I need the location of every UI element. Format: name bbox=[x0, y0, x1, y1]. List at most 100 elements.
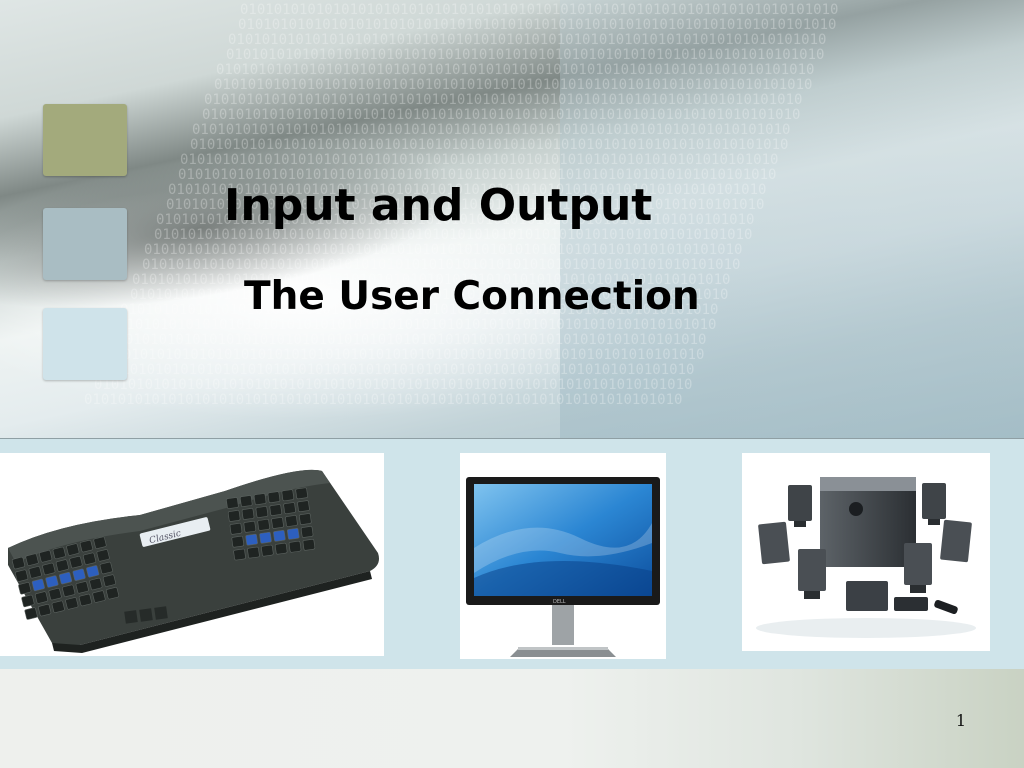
keyboard-key bbox=[55, 559, 69, 572]
binary-row: 0101010101010101010101010101010101010101… bbox=[192, 122, 790, 138]
keyboard-key bbox=[24, 607, 38, 620]
slide-title: Input and Output bbox=[224, 180, 653, 231]
keyboard-key bbox=[286, 528, 300, 540]
page-number: 1 bbox=[955, 711, 966, 730]
binary-row: 0101010101010101010101010101010101010101… bbox=[178, 167, 776, 183]
keyboard-key bbox=[253, 493, 267, 505]
binary-row: 0101010101010101010101010101010101010101… bbox=[96, 362, 694, 378]
keyboard-key bbox=[93, 536, 107, 549]
binary-digit-pattern: 0101010101010101010101010101010101010101… bbox=[0, 0, 1024, 438]
keyboard-key bbox=[259, 531, 272, 544]
keyboard-key bbox=[66, 543, 80, 556]
binary-row: 0101010101010101010101010101010101010101… bbox=[130, 287, 728, 303]
keyboard-key bbox=[233, 548, 246, 561]
keyboard-key bbox=[11, 556, 26, 570]
keyboard-key bbox=[302, 538, 316, 551]
keyboard-key bbox=[288, 540, 302, 553]
keyboard-key bbox=[226, 497, 239, 509]
keyboard-key bbox=[38, 603, 52, 617]
binary-row: 0101010101010101010101010101010101010101… bbox=[202, 107, 800, 123]
slide-subtitle: The User Connection bbox=[244, 274, 700, 319]
binary-row: 0101010101010101010101010101010101010101… bbox=[84, 392, 682, 408]
binary-row: 0101010101010101010101010101010101010101… bbox=[132, 272, 730, 288]
keyboard-key bbox=[285, 515, 298, 527]
binary-row: 0101010101010101010101010101010101010101… bbox=[168, 182, 766, 198]
keyboard-key bbox=[34, 591, 49, 604]
keyboard-key bbox=[79, 539, 93, 553]
keyboard-key bbox=[269, 504, 283, 516]
keyboard-key bbox=[15, 569, 29, 582]
keyboard-key bbox=[241, 508, 255, 520]
keyboard-key bbox=[300, 526, 314, 538]
binary-row: 0101010101010101010101010101010101010101… bbox=[214, 77, 812, 93]
binary-row: 0101010101010101010101010101010101010101… bbox=[228, 32, 826, 48]
decor-square-pale bbox=[43, 308, 127, 380]
keyboard-key bbox=[281, 489, 295, 502]
keyboard-key bbox=[243, 521, 257, 533]
binary-row: 0101010101010101010101010101010101010101… bbox=[94, 377, 692, 393]
keyboard-key bbox=[257, 519, 270, 531]
keyboard-key bbox=[89, 577, 103, 591]
keyboard-key bbox=[45, 575, 59, 588]
keyboard-key bbox=[21, 594, 35, 608]
keyboard-key bbox=[48, 587, 62, 601]
keyboard-key bbox=[65, 597, 79, 610]
surround-speaker-system-image bbox=[756, 477, 976, 638]
keyboard-key bbox=[69, 555, 83, 569]
keyboard-photo: Classic bbox=[0, 453, 384, 656]
binary-row: 0101010101010101010101010101010101010101… bbox=[144, 242, 742, 258]
keyboard-key bbox=[283, 502, 296, 514]
binary-row: 0101010101010101010101010101010101010101… bbox=[142, 257, 740, 273]
header-background: 0101010101010101010101010101010101010101… bbox=[0, 0, 1024, 438]
flat-panel-monitor-image: DELL bbox=[466, 477, 660, 657]
decor-square-steel bbox=[43, 208, 127, 280]
binary-row: 0101010101010101010101010101010101010101… bbox=[226, 47, 824, 63]
keyboard-key bbox=[99, 561, 113, 575]
keyboard-key bbox=[261, 544, 274, 557]
footer-background bbox=[0, 669, 1024, 768]
keyboard-key bbox=[295, 487, 308, 500]
keyboard-key bbox=[271, 517, 284, 529]
keyboard-key bbox=[239, 495, 253, 507]
keyboard-key bbox=[297, 500, 310, 512]
keyboard-key bbox=[106, 587, 120, 600]
binary-row: 0101010101010101010101010101010101010101… bbox=[204, 92, 802, 108]
keyboard-key bbox=[231, 535, 245, 548]
keyboard-key bbox=[25, 553, 39, 566]
decor-square-olive bbox=[43, 104, 127, 176]
binary-row: 0101010101010101010101010101010101010101… bbox=[240, 2, 838, 18]
keyboard-key bbox=[78, 593, 92, 607]
keyboard-key bbox=[273, 529, 286, 542]
binary-rows: 0101010101010101010101010101010101010101… bbox=[84, 2, 838, 408]
keyboard-key bbox=[92, 590, 106, 603]
keyboard-key bbox=[18, 582, 32, 595]
keyboard-left-keys bbox=[11, 536, 120, 620]
keyboard-key bbox=[255, 506, 269, 518]
keyboard-key bbox=[102, 574, 116, 587]
keyboard-key bbox=[245, 533, 258, 546]
keyboard-key bbox=[72, 568, 86, 581]
keyboard-key bbox=[28, 566, 42, 579]
keyboard-key bbox=[39, 550, 53, 563]
keyboard-key bbox=[83, 552, 97, 565]
speakers-photo bbox=[742, 453, 990, 651]
binary-row: 0101010101010101010101010101010101010101… bbox=[120, 302, 718, 318]
binary-row: 0101010101010101010101010101010101010101… bbox=[106, 347, 704, 363]
binary-row: 0101010101010101010101010101010101010101… bbox=[166, 197, 764, 213]
binary-row: 0101010101010101010101010101010101010101… bbox=[216, 62, 814, 78]
keyboard-key bbox=[31, 578, 45, 592]
keyboard-key bbox=[247, 546, 260, 559]
keyboard-key bbox=[52, 546, 66, 560]
binary-row: 0101010101010101010101010101010101010101… bbox=[156, 212, 754, 228]
keyboard-key bbox=[274, 542, 288, 555]
keyboard-key bbox=[86, 565, 100, 578]
monitor-photo: DELL bbox=[460, 453, 666, 659]
monitor-brand-label: DELL bbox=[553, 599, 566, 605]
image-band: Classic DELL bbox=[0, 438, 1024, 670]
keyboard-key bbox=[267, 491, 281, 504]
keyboard-key bbox=[62, 584, 76, 597]
ergonomic-keyboard-image: Classic bbox=[8, 469, 379, 653]
keyboard-key bbox=[227, 510, 241, 522]
binary-row: 0101010101010101010101010101010101010101… bbox=[238, 17, 836, 33]
